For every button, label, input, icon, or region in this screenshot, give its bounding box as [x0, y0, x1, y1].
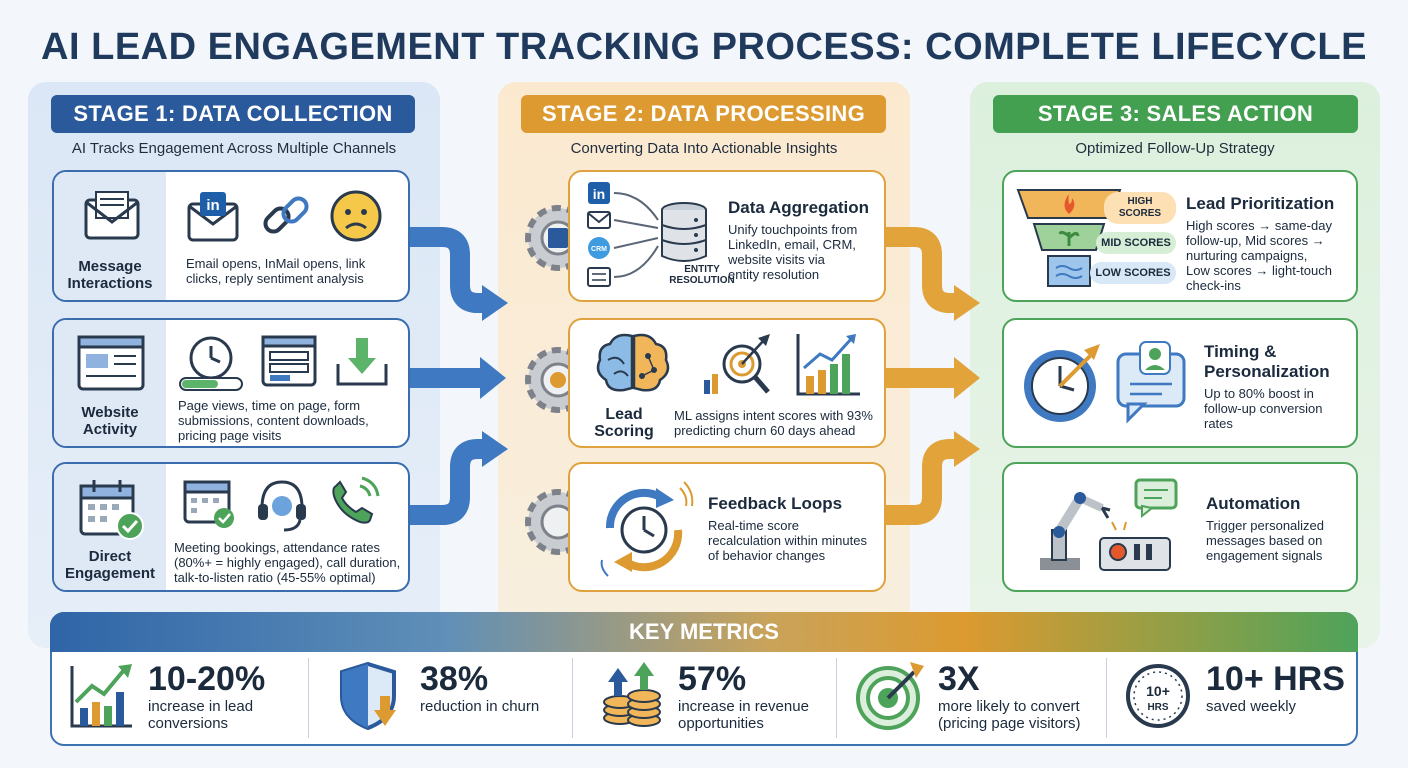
- metric-description: reduction in churn: [420, 698, 540, 715]
- card-title: Feedback Loops: [708, 494, 843, 513]
- coins-up-icon: [603, 662, 661, 727]
- metric-value: 10-20%: [148, 660, 266, 698]
- stage3-subtitle: Optimized Follow-Up Strategy: [1075, 140, 1275, 157]
- shield-down-icon: [340, 661, 396, 731]
- link-icon: [263, 196, 309, 234]
- metric-description: more likely to convert(pricing page visi…: [938, 698, 1081, 732]
- metric-value: 57%: [678, 660, 747, 698]
- stage2-subtitle: Converting Data Into Actionable Insights: [570, 140, 838, 157]
- stopwatch-icon: [1024, 344, 1100, 422]
- metric-value: 38%: [420, 660, 489, 698]
- card-title: Lead Prioritization: [1186, 194, 1335, 213]
- card-title: Automation: [1206, 494, 1301, 513]
- brain-icon: [596, 333, 670, 392]
- metric-divider: [572, 658, 573, 738]
- refresh-clock-icon: [600, 481, 694, 577]
- data-sources-icon: in CRM: [587, 182, 707, 287]
- calendar-check-icon: [79, 480, 144, 540]
- metric-divider: [836, 658, 837, 738]
- robot-arm-icon: [1040, 478, 1178, 571]
- growth-chart-icon: [70, 664, 132, 728]
- metric-description: saved weekly: [1206, 698, 1297, 715]
- stage2-banner: STAGE 2: DATA PROCESSING: [521, 95, 886, 133]
- chat-profile-icon: [1116, 341, 1186, 424]
- card-title: Data Aggregation: [728, 198, 870, 217]
- metric-value: 3X: [938, 660, 980, 698]
- sad-face-icon: [330, 190, 382, 242]
- linkedin-mail-icon: in: [187, 192, 239, 242]
- mid-scores-badge: MID SCORES: [1096, 232, 1176, 254]
- svg-text:in: in: [593, 186, 605, 202]
- clock-badge-icon: 10+ HRS: [1126, 664, 1190, 728]
- stage1-subtitle: AI Tracks Engagement Across Multiple Cha…: [71, 140, 397, 157]
- low-scores-badge: LOW SCORES: [1090, 262, 1176, 284]
- bar-chart-icon: [796, 334, 860, 396]
- card-title: Timing &Personalization: [1204, 342, 1330, 381]
- metric-divider: [308, 658, 309, 738]
- flow-arrows-stage1: [410, 227, 508, 525]
- page-title: AI LEAD ENGAGEMENT TRACKING PROCESS: COM…: [41, 26, 1367, 68]
- card-description: Meeting bookings, attendance rates(80%+ …: [174, 540, 401, 585]
- svg-text:CRM: CRM: [591, 246, 607, 253]
- phone-icon: [332, 476, 380, 524]
- download-icon: [336, 338, 388, 386]
- timing-personalization-card: Timing &Personalization Up to 80% boost …: [1002, 318, 1358, 448]
- magnifier-target-icon: [704, 334, 770, 394]
- svg-text:in: in: [206, 197, 219, 214]
- metric-divider: [1106, 658, 1107, 738]
- flow-arrows-stage2: [884, 227, 980, 525]
- calendar-check-small-icon: [183, 480, 234, 528]
- clock-progress-icon: [179, 336, 243, 391]
- browser-window-icon: [77, 335, 145, 391]
- svg-text:HRS: HRS: [1147, 702, 1168, 713]
- headset-icon: [258, 480, 306, 532]
- funnel-icon: [1016, 189, 1122, 287]
- metric-value: 10+ HRS: [1206, 660, 1345, 698]
- svg-text:10+: 10+: [1146, 683, 1170, 699]
- card-description: ML assigns intent scores with 93%predict…: [674, 408, 873, 438]
- key-metrics-heading: KEY METRICS: [50, 612, 1358, 652]
- stage3-banner: STAGE 3: SALES ACTION: [993, 95, 1358, 133]
- stage1-banner: STAGE 1: DATA COLLECTION: [51, 95, 415, 133]
- target-icon: [856, 662, 924, 730]
- envelope-icon: [84, 191, 140, 240]
- form-icon: [261, 335, 317, 387]
